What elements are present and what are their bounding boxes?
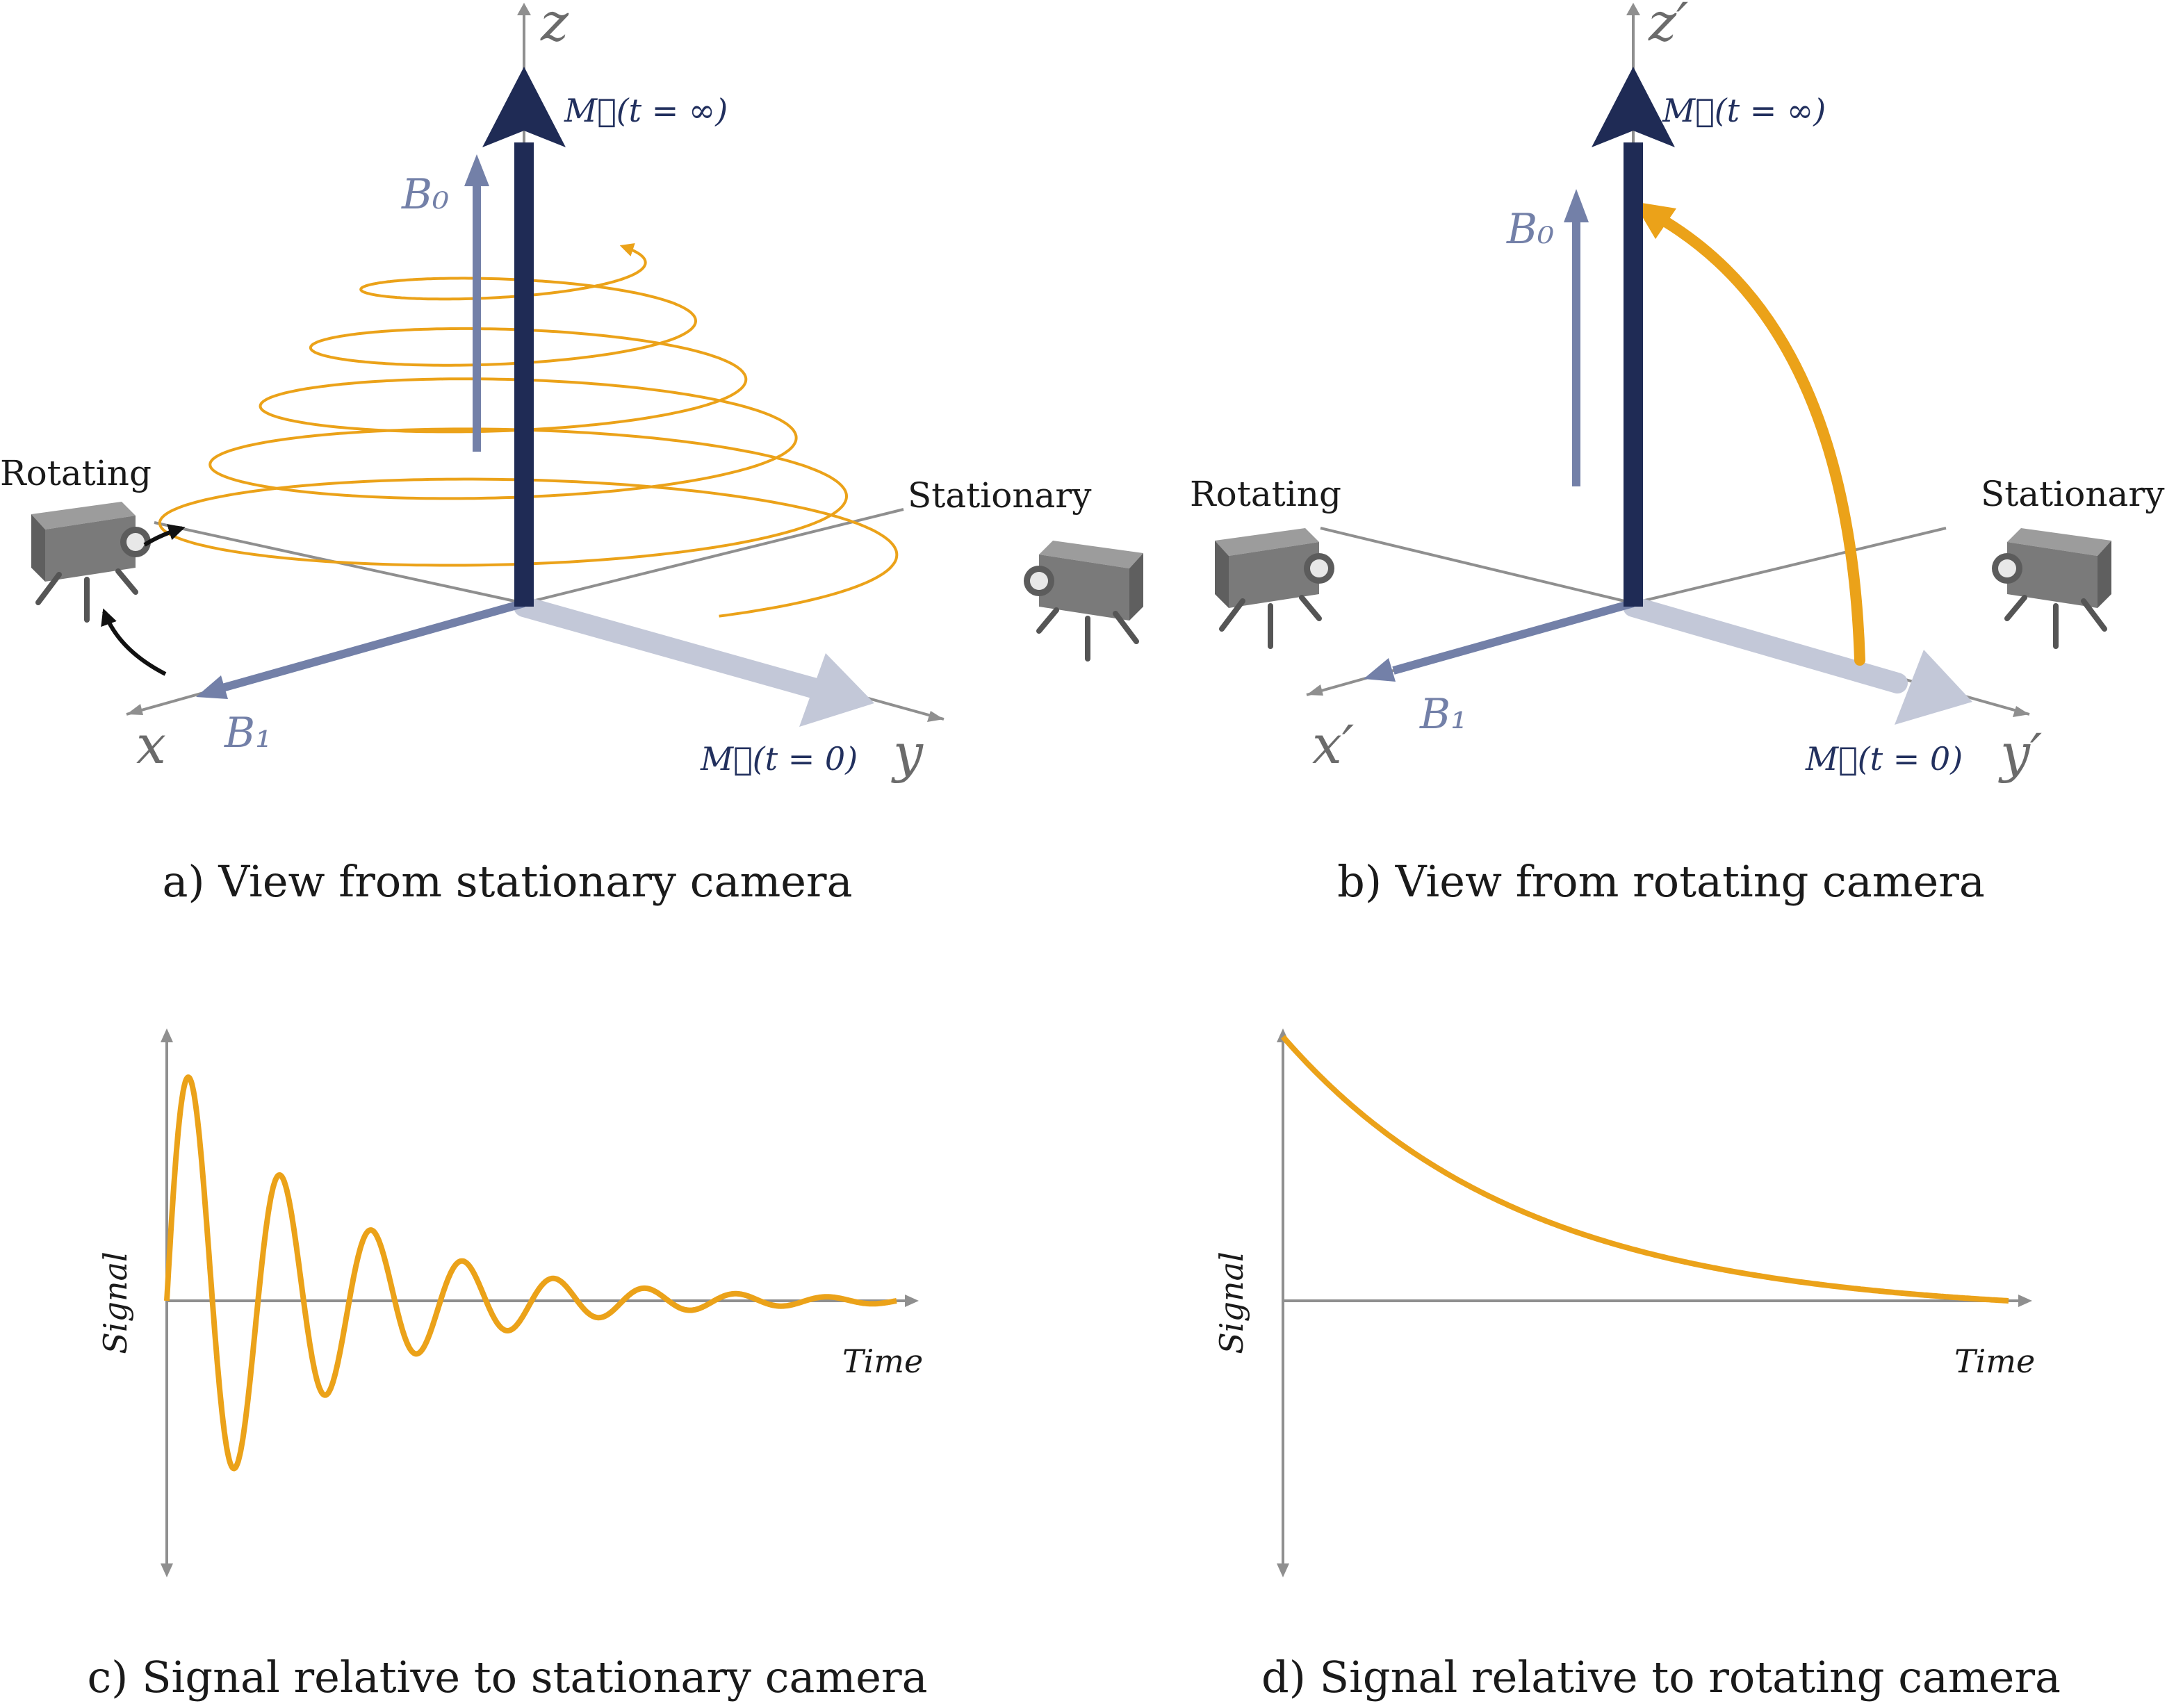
b0-arrowhead (1564, 189, 1589, 222)
xlabel-c: Time (842, 1342, 923, 1380)
caption-b: b) View from rotating camera (1337, 856, 1985, 907)
nutation-arc-arrowhead (1633, 202, 1676, 239)
panel-c: Signal Time c) Signal relative to statio… (87, 1028, 928, 1702)
m-zero-label: M⃗(t = 0) (700, 740, 858, 778)
caption-d: d) Signal relative to rotating camera (1261, 1652, 2061, 1702)
m-inf-arrow (1624, 142, 1643, 607)
time-axis-arrowhead (2018, 1295, 2032, 1307)
signal-axis-arrowhead-bottom (161, 1563, 173, 1577)
ylabel-c: Signal (97, 1251, 134, 1354)
precession-spiral (158, 243, 899, 618)
b0-label: B₀ (1506, 205, 1554, 254)
m0-arrow (1623, 596, 1908, 693)
b1-label: B₁ (224, 709, 272, 757)
caption-a: a) View from stationary camera (162, 856, 852, 907)
m-inf-label: M⃗(t = ∞) (564, 92, 728, 129)
rotation-arrow-upper (143, 524, 186, 547)
axis-label-z: z (540, 0, 569, 53)
camera-rotating-a (31, 502, 151, 620)
x-axis-arrowhead (126, 704, 143, 715)
m-inf-label: M⃗(t = ∞) (1662, 92, 1826, 129)
rotation-arrow-lower (101, 608, 167, 676)
back-axis-left (1320, 527, 1634, 605)
axis-label-z: z′ (1648, 0, 1688, 53)
camera-label-rotating: Rotating (0, 453, 152, 493)
xlabel-d: Time (1954, 1342, 2035, 1380)
m-inf-arrow (514, 142, 534, 607)
camera-label-rotating: Rotating (1190, 474, 1341, 514)
axis-label-y: y′ (1998, 722, 2042, 784)
camera-label-stationary: Stationary (908, 475, 1092, 516)
y-axis-arrowhead (2013, 706, 2029, 717)
b1-arrow (221, 599, 525, 692)
panel-a: z x y B₀ B₁ M⃗(t = ∞) M⃗(t = 0) Rotating… (0, 0, 1143, 907)
x-axis-arrowhead (1307, 684, 1323, 696)
nutation-arc (1643, 206, 1865, 666)
b1-arrow (1392, 599, 1635, 675)
camera-label-stationary: Stationary (1981, 474, 2165, 514)
m0-arrowhead (799, 653, 874, 727)
panel-b: z′ x′ y′ B₀ B₁ M⃗(t = ∞) M⃗(t = 0) Rotat… (1190, 0, 2165, 907)
back-axis-right (523, 508, 904, 605)
axis-label-x: x′ (1312, 714, 1354, 775)
m0-arrow (514, 596, 824, 698)
ylabel-d: Signal (1213, 1251, 1250, 1354)
m0-arrowhead (1895, 650, 1972, 725)
b1-label: B₁ (1419, 690, 1467, 739)
m-inf-arrowhead (1592, 67, 1675, 147)
axis-label-y: y (891, 722, 924, 784)
b0-arrowhead (464, 154, 489, 186)
signal-curve-rotating (1280, 1035, 2009, 1304)
b1-arrowhead (196, 675, 228, 699)
y-axis-arrowhead (927, 711, 944, 722)
b1-arrowhead (1364, 658, 1396, 682)
back-axis-right (1633, 527, 1947, 605)
precession-spiral-path (158, 243, 899, 618)
panel-d: Signal Time d) Signal relative to rotati… (1213, 1028, 2061, 1702)
camera-rotating-b (1215, 528, 1334, 646)
m-inf-arrowhead (482, 67, 566, 147)
z-axis-arrowhead (1626, 3, 1640, 15)
signal-curve-stationary (164, 1074, 899, 1472)
b0-label: B₀ (401, 170, 449, 219)
camera-stationary-a (1024, 541, 1143, 659)
camera-stationary-b (1992, 528, 2111, 646)
z-axis-arrowhead (517, 3, 531, 15)
signal-axis-arrowhead-top (161, 1028, 173, 1042)
time-axis-arrowhead (905, 1295, 919, 1307)
axis-label-x: x (136, 714, 166, 775)
signal-axis-arrowhead-bottom (1277, 1563, 1289, 1577)
caption-c: c) Signal relative to stationary camera (87, 1652, 927, 1702)
m-zero-label: M⃗(t = 0) (1805, 740, 1963, 778)
